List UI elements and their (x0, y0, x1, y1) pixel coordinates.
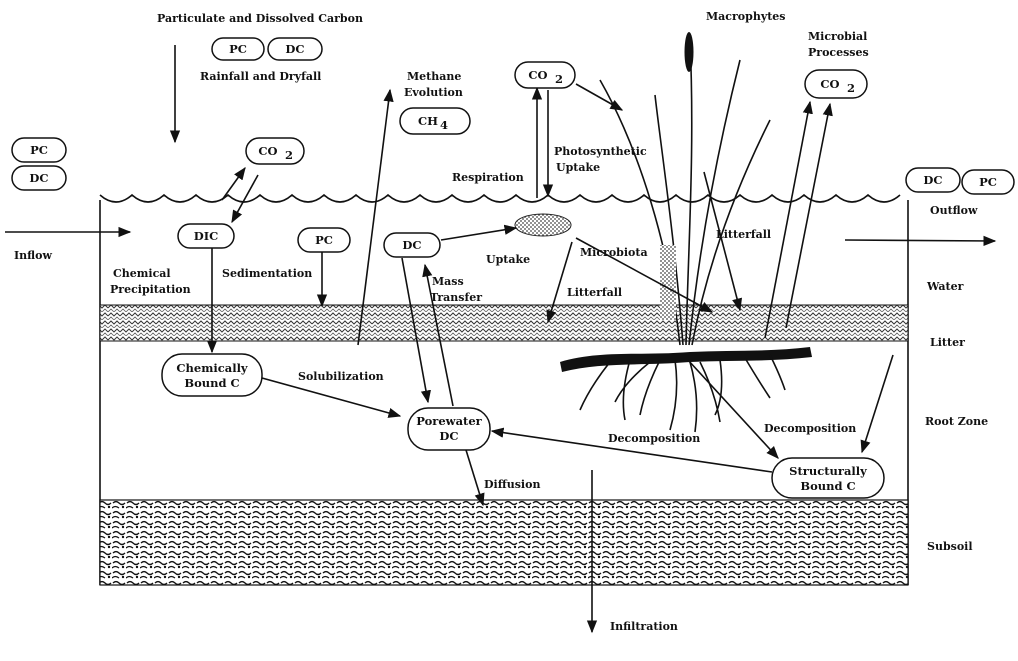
dic-box: DIC (178, 224, 234, 248)
microbial-label-1: Microbial (808, 30, 867, 43)
litterfall-label-1: Litterfall (716, 228, 771, 241)
infiltration-label: Infiltration (610, 620, 678, 633)
microbiota-blob (515, 214, 571, 236)
macrophyte-stem-shade (660, 245, 676, 320)
water-label: Water (926, 280, 964, 293)
photosynthetic-label-2: Uptake (556, 161, 600, 174)
diffusion-label: Diffusion (484, 478, 540, 491)
pc-outflow-box: PC (962, 170, 1014, 194)
svg-text:PC: PC (229, 42, 247, 56)
chem-precip-label-2: Precipitation (110, 283, 191, 296)
cattail-head-icon (685, 32, 694, 72)
chem-precip-label-1: Chemical (113, 267, 171, 280)
svg-text:2: 2 (555, 72, 563, 86)
svg-text:Structurally: Structurally (789, 464, 867, 478)
svg-text:Porewater: Porewater (416, 414, 482, 428)
decomposition-label-2: Decomposition (764, 422, 856, 435)
sedimentation-label: Sedimentation (222, 267, 312, 280)
mass-transfer-label-1: Mass (432, 275, 464, 288)
water-surface (100, 195, 900, 202)
svg-text:CO: CO (258, 144, 277, 158)
svg-text:PC: PC (315, 233, 333, 247)
inflow-label: Inflow (14, 249, 52, 262)
photosynthetic-label-1: Photosynthetic (554, 145, 647, 158)
rainfall-label: Rainfall and Dryfall (200, 70, 321, 83)
structurally-bound-c-box: Structurally Bound C (772, 458, 884, 498)
svg-text:2: 2 (847, 81, 855, 95)
porewater-dc-box: Porewater DC (408, 408, 490, 450)
svg-text:CO: CO (820, 77, 839, 91)
particulate-label: Particulate and Dissolved Carbon (157, 12, 363, 25)
dc-outflow-box: DC (906, 168, 960, 192)
dc-inflow-box: DC (12, 166, 66, 190)
solubilization-label: Solubilization (298, 370, 384, 383)
svg-text:DC: DC (439, 429, 458, 443)
mass-transfer-label-2: Transfer (430, 291, 482, 304)
svg-text:DC: DC (285, 42, 304, 56)
co2-left-box: CO 2 (246, 138, 304, 164)
methane-label-2: Evolution (404, 86, 463, 99)
macrophyte-plant (560, 32, 812, 432)
subsoil-label: Subsoil (927, 540, 973, 553)
svg-text:DIC: DIC (194, 229, 219, 243)
microbial-label-2: Processes (808, 46, 869, 59)
methane-label-1: Methane (407, 70, 461, 83)
svg-text:PC: PC (30, 143, 48, 157)
svg-text:CH: CH (418, 114, 438, 128)
ch4-box: CH 4 (400, 108, 470, 134)
litterfall-label-2: Litterfall (567, 286, 622, 299)
macrophytes-label: Macrophytes (706, 10, 786, 23)
svg-text:DC: DC (29, 171, 48, 185)
co2-right-box: CO 2 (805, 70, 867, 98)
dc-water-box: DC (384, 233, 440, 257)
decomposition-label-1: Decomposition (608, 432, 700, 445)
svg-text:4: 4 (440, 118, 448, 132)
litter-label: Litter (930, 336, 965, 349)
outflow-label: Outflow (930, 204, 978, 217)
pc-top-box: PC (212, 38, 264, 60)
svg-text:PC: PC (979, 175, 997, 189)
svg-text:2: 2 (285, 148, 293, 162)
pc-inflow-box: PC (12, 138, 66, 162)
subsoil-layer (100, 500, 908, 585)
svg-text:Bound C: Bound C (800, 479, 855, 493)
svg-text:DC: DC (923, 173, 942, 187)
respiration-label: Respiration (452, 171, 524, 184)
pc-water-box: PC (298, 228, 350, 252)
svg-text:Chemically: Chemically (176, 361, 248, 375)
dc-top-box: DC (268, 38, 322, 60)
uptake-label: Uptake (486, 253, 530, 266)
svg-text:Bound C: Bound C (184, 376, 239, 390)
svg-text:DC: DC (402, 238, 421, 252)
microbiota-label: Microbiota (580, 246, 648, 259)
chemically-bound-c-box: Chemically Bound C (162, 354, 262, 396)
rhizome (560, 347, 812, 372)
co2-top-box: CO 2 (515, 62, 575, 88)
root-zone-label: Root Zone (925, 415, 988, 428)
svg-text:CO: CO (528, 68, 547, 82)
